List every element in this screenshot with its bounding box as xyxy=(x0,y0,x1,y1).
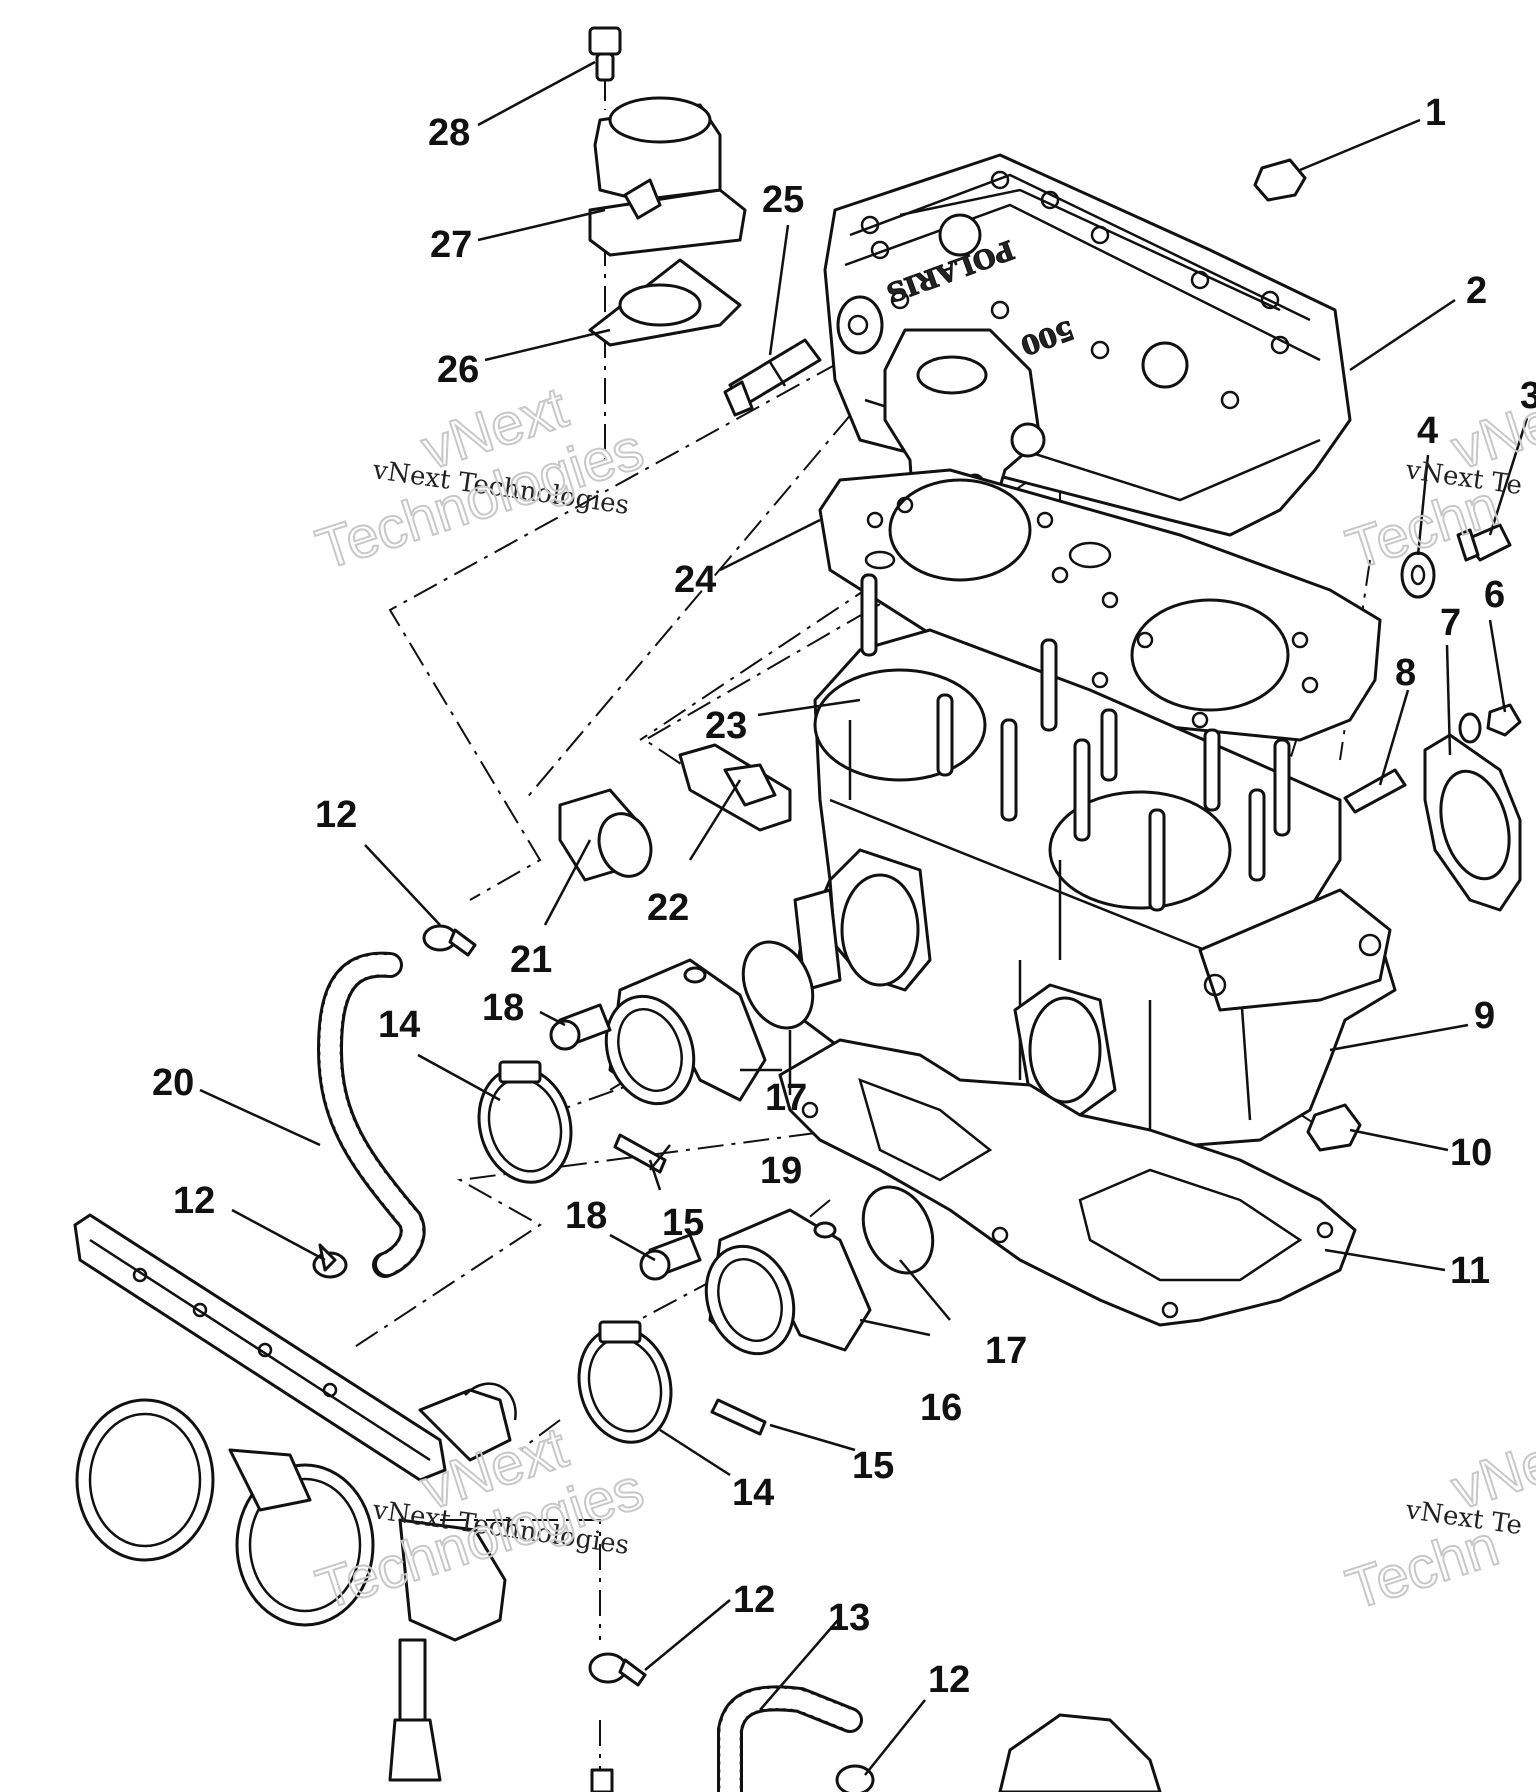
callout-27: 27 xyxy=(430,224,472,266)
callout-17-upper: 17 xyxy=(765,1077,807,1119)
o-ring-lower xyxy=(861,1185,935,1275)
callout-19: 19 xyxy=(760,1150,802,1192)
callout-13: 13 xyxy=(828,1597,870,1639)
callout-11: 11 xyxy=(1450,1250,1490,1292)
callout-15-upper: 15 xyxy=(662,1202,704,1244)
callout-18-upper: 18 xyxy=(482,987,524,1029)
callout-22: 22 xyxy=(647,887,689,929)
callout-3: 3 xyxy=(1520,375,1536,417)
callout-26: 26 xyxy=(437,349,479,391)
callout-4: 4 xyxy=(1417,410,1438,452)
callout-8: 8 xyxy=(1395,652,1416,694)
callout-12-c: 12 xyxy=(733,1579,775,1621)
callout-1: 1 xyxy=(1425,92,1446,134)
watermark-cut-big-lower-bottom: Techn xyxy=(1339,1513,1506,1623)
callout-23: 23 xyxy=(705,705,747,747)
callout-2: 2 xyxy=(1466,270,1487,312)
callout-10: 10 xyxy=(1450,1132,1492,1174)
base-gasket xyxy=(778,1038,1357,1327)
callout-24: 24 xyxy=(674,559,716,601)
cylinder-block xyxy=(788,573,1397,1152)
callout-16: 16 xyxy=(920,1387,962,1429)
callout-20: 20 xyxy=(152,1062,194,1104)
callout-labels: 28 27 26 25 24 23 22 21 20 19 18 18 17 1… xyxy=(152,92,1536,1701)
callout-6: 6 xyxy=(1484,574,1505,616)
callout-9: 9 xyxy=(1474,995,1495,1037)
o-ring-upper xyxy=(741,940,815,1030)
leader-lines xyxy=(199,60,1529,1776)
screws-bolts xyxy=(549,1003,767,1436)
temperature-sensor xyxy=(723,338,822,417)
callout-21: 21 xyxy=(510,939,552,981)
intake-boot-lower xyxy=(704,1208,872,1356)
callout-15-lower: 15 xyxy=(852,1445,894,1487)
sleeve-and-sensor xyxy=(558,743,792,882)
right-small-parts xyxy=(1253,158,1522,1152)
callout-12-d: 12 xyxy=(928,1659,970,1701)
thermostat-parts xyxy=(588,26,747,347)
callout-14-lower: 14 xyxy=(732,1472,774,1514)
callout-7: 7 xyxy=(1440,602,1461,644)
callout-14-upper: 14 xyxy=(378,1004,420,1046)
callout-17-lower: 17 xyxy=(985,1330,1027,1372)
callout-25: 25 xyxy=(762,179,804,221)
intake-boot-upper xyxy=(604,958,767,1106)
head-gasket xyxy=(818,468,1382,742)
partial-fitting-bottom xyxy=(590,1768,614,1792)
throttle-body-assembly xyxy=(73,1213,517,1782)
cylinder-head-cover: POLARIS 500 xyxy=(823,153,1352,542)
callout-12-b: 12 xyxy=(173,1180,215,1222)
callout-28: 28 xyxy=(428,112,470,154)
partial-pump-bottom xyxy=(998,1713,1162,1792)
callout-12-a: 12 xyxy=(315,794,357,836)
callout-18-lower: 18 xyxy=(565,1195,607,1237)
intake-clamps xyxy=(477,1060,673,1444)
